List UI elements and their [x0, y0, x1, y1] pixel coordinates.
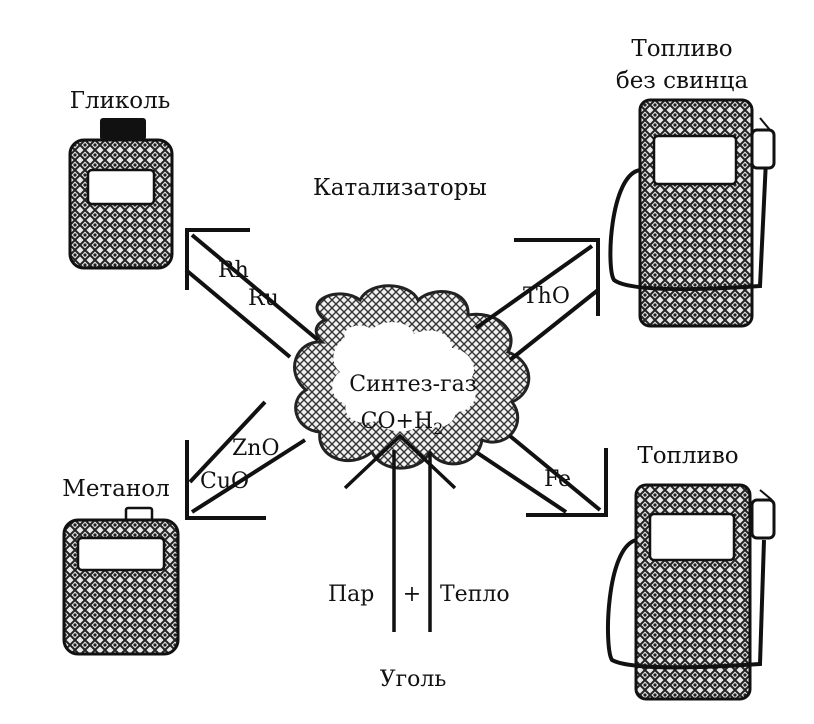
- syngas-cloud: [293, 284, 531, 470]
- unleaded-fuel-arrow: [474, 238, 600, 362]
- plus-sign: +: [403, 582, 421, 607]
- coal-label: Уголь: [380, 667, 447, 692]
- catalyst-cuo: CuO: [200, 469, 249, 494]
- methanol-label: Метанол: [62, 476, 169, 502]
- heat-label: Тепло: [440, 582, 510, 607]
- unleaded-fuel-label-line1: Топливо: [631, 36, 732, 62]
- methanol-canister-icon: [62, 506, 180, 656]
- catalyst-ru: Ru: [248, 286, 279, 311]
- fuel-pump-icon: [605, 483, 776, 701]
- catalyst-fe: Fe: [544, 467, 571, 492]
- catalyst-zno: ZnO: [232, 436, 280, 461]
- catalysts-heading: Катализаторы: [313, 175, 487, 201]
- syngas-label: Синтез-газ: [349, 372, 476, 397]
- fuel-arrow: [474, 434, 608, 517]
- syngas-formula: CO+H2: [361, 409, 444, 438]
- glycol-canister-icon: [68, 118, 174, 270]
- catalyst-tho: ThO: [523, 284, 570, 309]
- source-arrow: [343, 433, 457, 632]
- steam-label: Пар: [328, 582, 374, 607]
- unleaded-fuel-label-line2: без свинца: [616, 68, 749, 94]
- catalyst-rh: Rh: [218, 258, 249, 283]
- fuel-label: Топливо: [637, 443, 738, 469]
- glycol-arrow: [184, 228, 320, 359]
- glycol-label: Гликоль: [70, 88, 171, 114]
- unleaded-fuel-pump-icon: [608, 98, 776, 328]
- methanol-arrow: [185, 400, 307, 520]
